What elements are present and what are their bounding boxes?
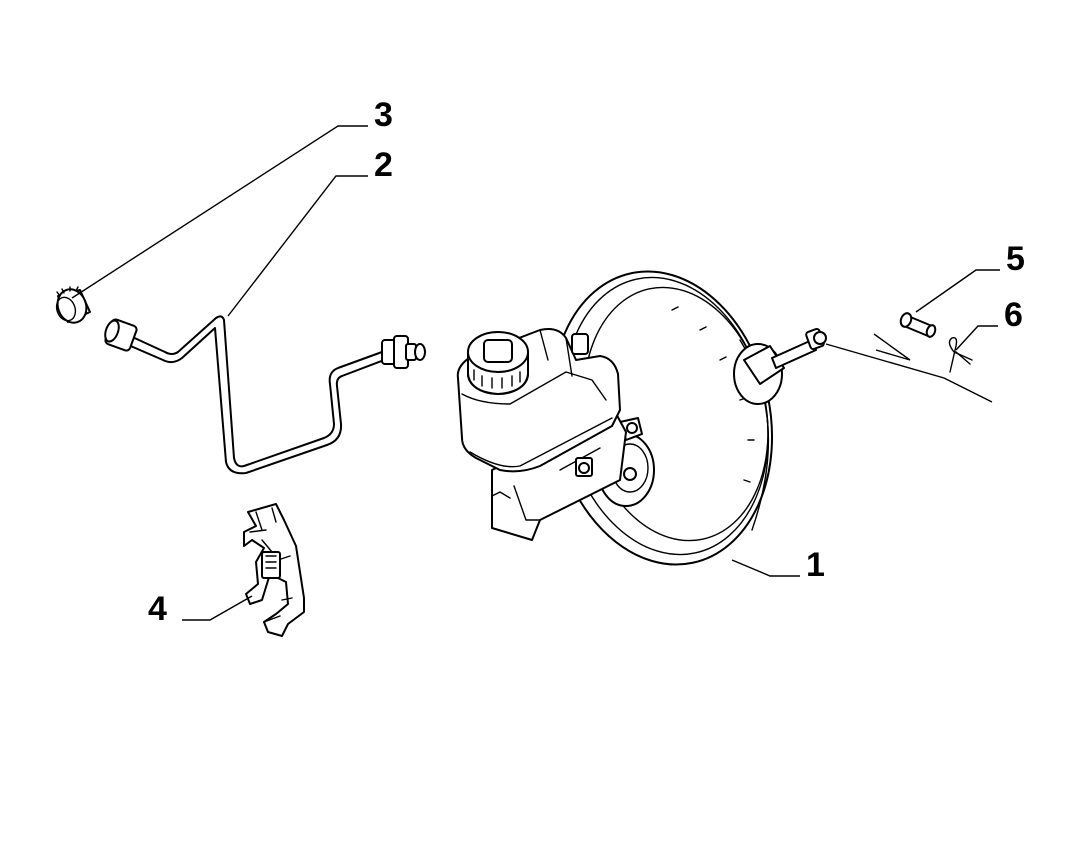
leader-6: [955, 325, 998, 351]
callout-3: 3: [374, 96, 393, 134]
leader-3: [71, 125, 368, 299]
part-3-cap: [55, 286, 91, 324]
leader-5: [915, 269, 1000, 313]
callout-4: 4: [148, 590, 167, 628]
part-6-split-pin: [948, 336, 973, 373]
part-2-brake-pipe: [104, 315, 426, 475]
leader-pushrod-2: [873, 333, 911, 361]
leader-1: [731, 559, 800, 577]
leader-2: [227, 175, 368, 317]
callout-2: 2: [374, 146, 393, 184]
callout-5: 5: [1006, 240, 1025, 278]
leader-lines: [71, 125, 1000, 621]
callout-labels: 3 2 4 1 5 6: [148, 96, 1025, 628]
part-4-pipe-clip: [243, 503, 305, 637]
leader-pushrod: [825, 343, 993, 403]
part-5-pin: [899, 312, 937, 338]
part-1-brake-servo: [456, 270, 827, 566]
callout-1: 1: [806, 546, 825, 584]
leader-4: [182, 595, 253, 621]
callout-6: 6: [1004, 296, 1023, 334]
